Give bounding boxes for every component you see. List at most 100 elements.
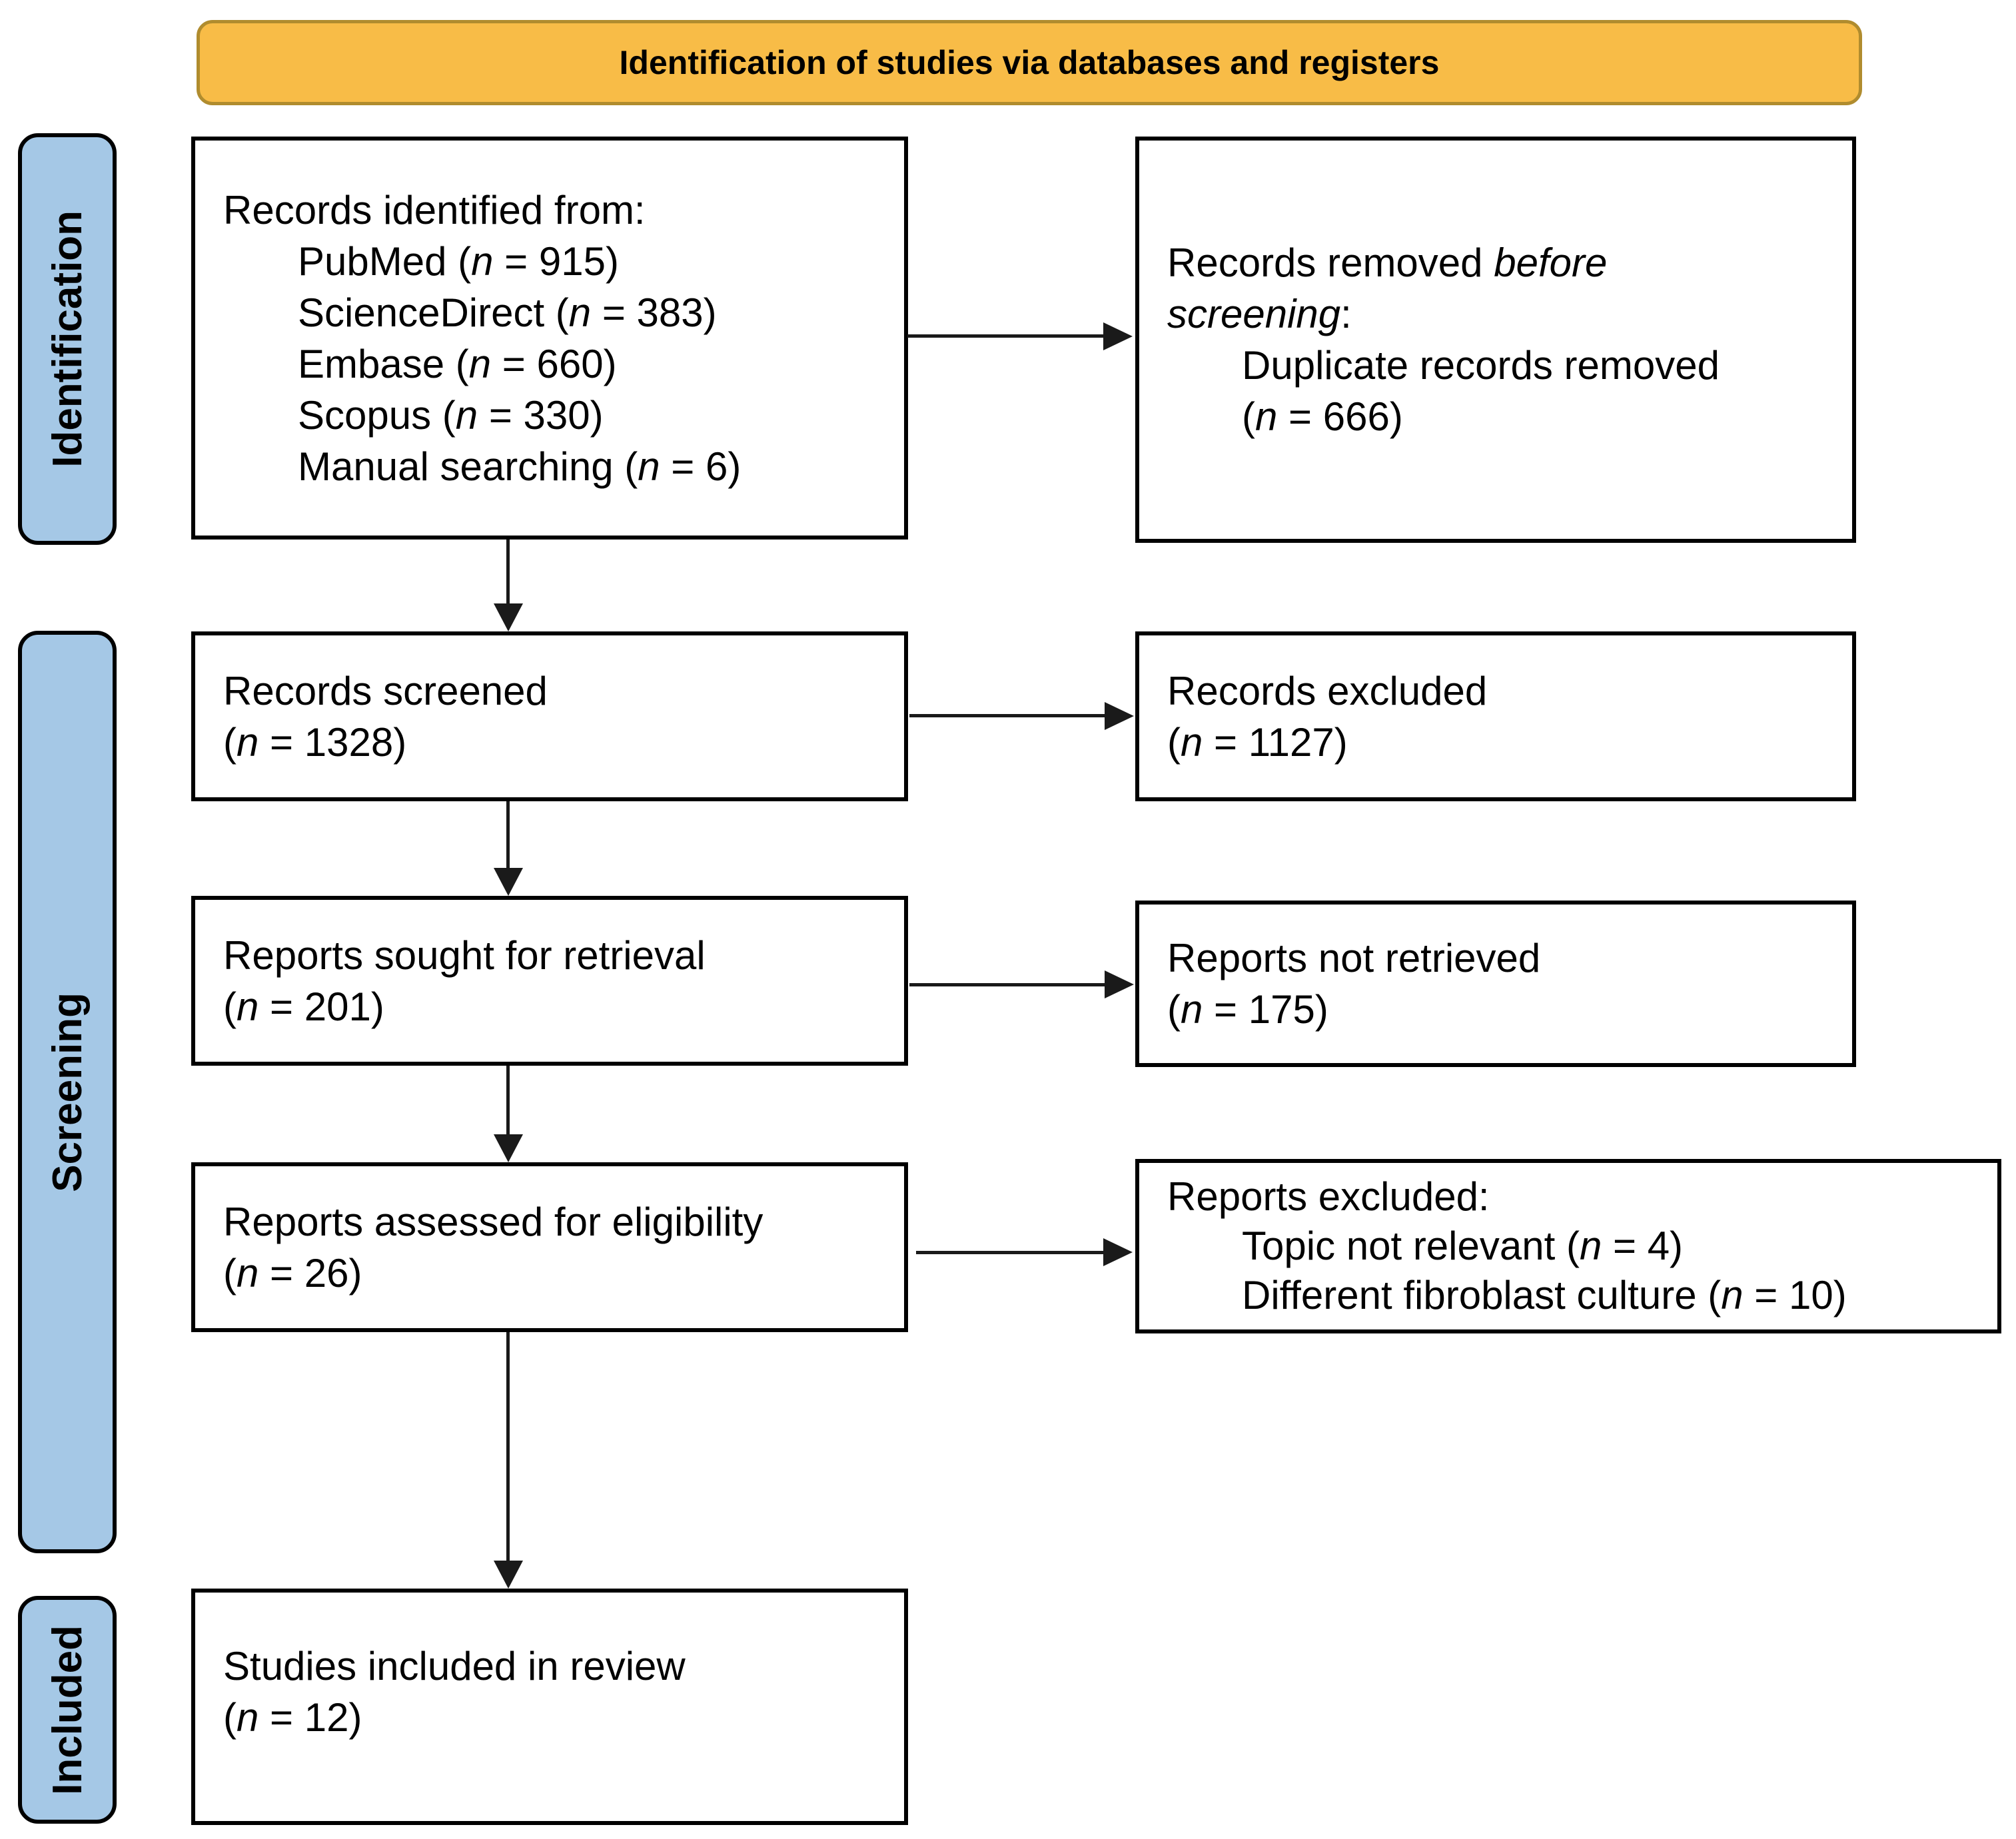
arrow-line-sought-to-not-retrieved xyxy=(909,983,1107,986)
stage-label-included: Included xyxy=(44,1625,91,1795)
text-segment: ( xyxy=(223,984,237,1029)
text-line: Records excluded xyxy=(1167,665,1839,717)
text-line: (n = 175) xyxy=(1167,984,1839,1035)
arrow-head-down-icon xyxy=(494,868,523,896)
text-segment: n xyxy=(236,1695,259,1740)
text-segment: n xyxy=(236,1250,259,1295)
arrow-line-assessed-to-reports-excluded xyxy=(916,1251,1106,1254)
text-line: (n = 12) xyxy=(223,1692,891,1743)
box-reports-excluded: Reports excluded:Topic not relevant (n =… xyxy=(1135,1159,2001,1333)
text-line: Studies included in review xyxy=(223,1641,891,1692)
text-segment: = 6) xyxy=(660,444,742,489)
text-line: Scopus (n = 330) xyxy=(223,390,891,441)
text-segment: = 10) xyxy=(1743,1273,1847,1317)
text-segment: Manual searching ( xyxy=(298,444,638,489)
text-segment: Different fibroblast culture ( xyxy=(1242,1273,1722,1317)
text-segment: = 915) xyxy=(493,238,619,284)
text-line: Reports sought for retrieval xyxy=(223,930,891,981)
text-segment: PubMed ( xyxy=(298,238,472,284)
box-reports-not-retrieved: Reports not retrieved(n = 175) xyxy=(1135,901,1856,1067)
box-records-excluded: Records excluded(n = 1127) xyxy=(1135,631,1856,801)
text-segment: Records removed xyxy=(1167,240,1494,285)
text-line: Duplicate records removed xyxy=(1167,340,1839,391)
text-line: Manual searching (n = 6) xyxy=(223,441,891,492)
text-segment: n xyxy=(236,984,259,1029)
stage-label-screening: Screening xyxy=(44,992,91,1192)
text-segment: Reports sought for retrieval xyxy=(223,932,706,978)
box-reports-sought: Reports sought for retrieval(n = 201) xyxy=(191,896,908,1066)
text-segment: n xyxy=(1255,394,1278,439)
text-line: PubMed (n = 915) xyxy=(223,236,891,287)
text-line: Embase (n = 660) xyxy=(223,338,891,390)
arrow-line-identified-to-screened xyxy=(506,540,510,606)
text-segment: Reports assessed for eligibility xyxy=(223,1199,763,1244)
text-segment: Scopus ( xyxy=(298,392,456,438)
arrow-head-down-icon xyxy=(494,1561,523,1589)
text-segment: = 383) xyxy=(591,290,717,335)
text-segment: before xyxy=(1494,240,1608,285)
arrow-line-screened-to-sought xyxy=(506,801,510,871)
text-segment: ( xyxy=(1242,394,1255,439)
text-segment: ( xyxy=(1167,987,1181,1032)
text-line: Reports not retrieved xyxy=(1167,932,1839,984)
text-segment: = 4) xyxy=(1602,1224,1684,1268)
text-segment: n xyxy=(1579,1224,1602,1268)
box-records-identified: Records identified from:PubMed (n = 915)… xyxy=(191,137,908,540)
text-segment: ( xyxy=(223,1695,237,1740)
arrow-line-identified-to-removed xyxy=(907,334,1107,338)
text-segment: = 330) xyxy=(478,392,604,438)
text-segment: ( xyxy=(1167,719,1181,765)
text-segment: Records excluded xyxy=(1167,668,1488,713)
text-segment: n xyxy=(1180,987,1203,1032)
text-segment: = 175) xyxy=(1203,987,1328,1032)
text-segment: = 660) xyxy=(491,341,617,386)
arrow-head-right-icon xyxy=(1103,1238,1133,1266)
text-line: (n = 201) xyxy=(223,981,891,1032)
text-line: (n = 1328) xyxy=(223,717,891,768)
text-segment: = 1127) xyxy=(1203,719,1348,765)
text-segment: Records screened xyxy=(223,668,548,713)
text-segment: Embase ( xyxy=(298,341,469,386)
stage-bar-identification: Identification xyxy=(18,133,117,545)
text-segment: = 201) xyxy=(258,984,384,1029)
text-segment: Studies included in review xyxy=(223,1644,686,1688)
box-reports-assessed: Reports assessed for eligibility(n = 26) xyxy=(191,1162,908,1332)
box-studies-included: Studies included in review(n = 12) xyxy=(191,1589,908,1825)
text-segment: = 12) xyxy=(258,1695,362,1740)
arrow-line-sought-to-assessed xyxy=(506,1066,510,1137)
text-segment: n xyxy=(568,290,592,335)
text-segment: n xyxy=(638,444,660,489)
text-segment: n xyxy=(1721,1273,1744,1317)
text-segment: ScienceDirect ( xyxy=(298,290,569,335)
text-line: ScienceDirect (n = 383) xyxy=(223,287,891,338)
text-segment: Duplicate records removed xyxy=(1242,343,1720,388)
diagram-title: Identification of studies via databases … xyxy=(197,20,1862,105)
text-segment: screening xyxy=(1167,292,1341,336)
box-records-screened: Records screened(n = 1328) xyxy=(191,631,908,801)
stage-bar-screening: Screening xyxy=(18,631,117,1553)
text-segment: Topic not relevant ( xyxy=(1242,1224,1580,1268)
text-line: Topic not relevant (n = 4) xyxy=(1167,1222,1984,1271)
arrow-head-right-icon xyxy=(1103,322,1133,350)
text-line: Records screened xyxy=(223,665,891,717)
text-line: Records identified from: xyxy=(223,184,891,236)
text-segment: Records identified from: xyxy=(223,187,646,232)
text-segment: n xyxy=(1180,719,1203,765)
arrow-head-down-icon xyxy=(494,1134,523,1162)
text-segment: = 1328) xyxy=(258,719,407,765)
text-line: (n = 1127) xyxy=(1167,717,1839,768)
arrow-head-right-icon xyxy=(1105,970,1134,998)
arrow-head-right-icon xyxy=(1105,702,1134,730)
text-line: Records removed before xyxy=(1167,237,1839,288)
text-line: (n = 666) xyxy=(1167,391,1839,442)
text-segment: n xyxy=(455,392,478,438)
stage-bar-included: Included xyxy=(18,1596,117,1824)
arrow-line-screened-to-excluded xyxy=(909,714,1107,717)
text-segment: : xyxy=(1340,292,1352,336)
text-segment: Reports excluded: xyxy=(1167,1174,1490,1219)
text-line: (n = 26) xyxy=(223,1248,891,1299)
text-segment: Reports not retrieved xyxy=(1167,936,1541,980)
text-segment: ( xyxy=(223,719,237,765)
